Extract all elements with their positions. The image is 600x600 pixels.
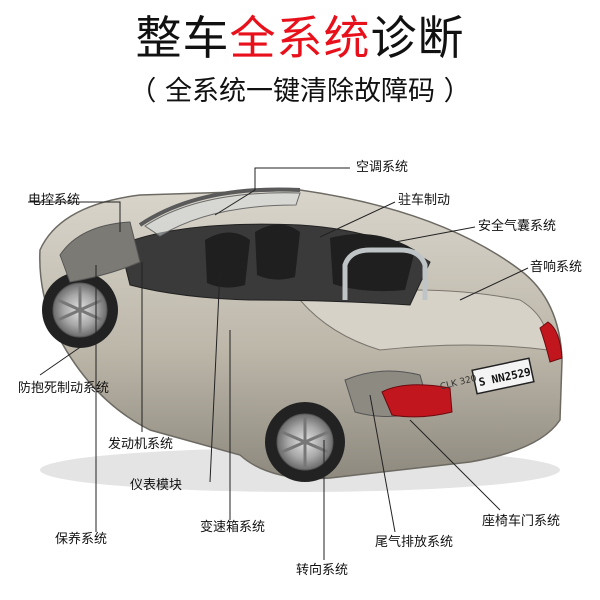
page-subtitle: （ 全系统一键清除故障码 ）: [129, 76, 471, 107]
page-title: 整车全系统诊断: [0, 8, 600, 68]
front-wheel-spokes: [57, 286, 103, 334]
title-suffix: 诊断: [370, 11, 465, 65]
label-seat-door: 座椅车门系统: [482, 514, 561, 529]
label-audio: 音响系统: [530, 260, 583, 275]
leader-airbag: [389, 226, 476, 244]
label-parking-brake: 驻车制动: [398, 193, 451, 208]
front-seat-left: [205, 232, 250, 288]
tail-light-left: [381, 384, 453, 418]
license-plate: [471, 357, 535, 395]
leader-parking-brake: [319, 201, 396, 238]
windshield-frame: [138, 187, 301, 227]
title-prefix: 整车: [135, 11, 230, 65]
label-exhaust: 尾气排放系统: [375, 535, 454, 550]
leader-audio: [459, 267, 529, 301]
leader-abs: [39, 329, 106, 376]
leader-exhaust: [369, 394, 396, 533]
label-abs: 防抱死制动系统: [18, 381, 110, 396]
label-transmission: 变速箱系统: [200, 520, 266, 535]
label-air-conditioning: 空调系统: [356, 160, 409, 175]
rear-wheel-spokes: [281, 417, 329, 467]
windshield-glass: [144, 192, 301, 237]
label-airbag: 安全气囊系统: [478, 219, 557, 234]
label-steering: 转向系统: [296, 563, 349, 578]
title-accent: 全系统: [229, 11, 371, 65]
label-instrument: 仪表模块: [130, 478, 183, 493]
leader-instrument: [209, 269, 221, 483]
leader-lines: [28, 167, 529, 560]
label-engine: 发动机系统: [108, 437, 174, 452]
front-seat-right: [255, 224, 300, 280]
label-electric-control: 电控系统: [28, 193, 81, 208]
leader-seat-door: [409, 419, 501, 511]
tail-light-right: [539, 321, 563, 363]
roll-bar: [342, 247, 428, 300]
engine-bay: [59, 221, 141, 283]
leader-electric-control: [28, 201, 121, 232]
label-maintenance: 保养系统: [55, 532, 108, 547]
leader-air-conditioning: [214, 167, 350, 216]
